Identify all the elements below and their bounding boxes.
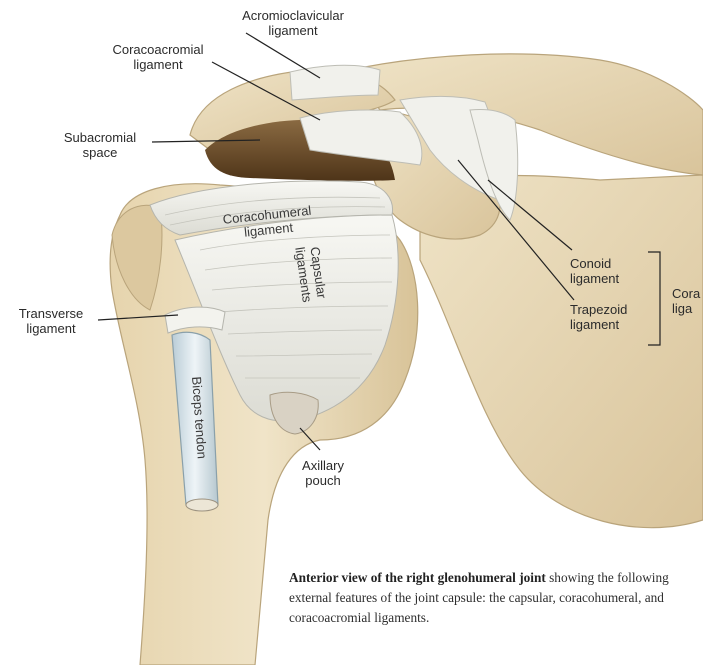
label-line-1: Transverse bbox=[2, 306, 100, 321]
label-line-1: Subacromial bbox=[48, 130, 152, 145]
label-transverse-ligament: Transverse ligament bbox=[2, 306, 100, 336]
label-line-1: Acromioclavicular bbox=[228, 8, 358, 23]
label-subacromial-space: Subacromial space bbox=[48, 130, 152, 160]
label-trapezoid-ligament: Trapezoid ligament bbox=[570, 302, 656, 332]
label-line-1: Trapezoid bbox=[570, 302, 656, 317]
label-axillary-pouch: Axillary pouch bbox=[288, 458, 358, 488]
label-line-1: Conoid bbox=[570, 256, 650, 271]
figure-caption: Anterior view of the right glenohumeral … bbox=[289, 568, 689, 628]
label-line-2: ligament bbox=[570, 271, 650, 286]
label-conoid-ligament: Conoid ligament bbox=[570, 256, 650, 286]
label-line-2: pouch bbox=[288, 473, 358, 488]
label-coracoacromial-ligament: Coracoacromial ligament bbox=[98, 42, 218, 72]
label-line-2: liga bbox=[672, 301, 703, 316]
label-line-1: Cora bbox=[672, 286, 703, 301]
acromioclavicular-ligament bbox=[290, 65, 380, 100]
label-acromioclavicular-ligament: Acromioclavicular ligament bbox=[228, 8, 358, 38]
label-coracoclavicular-partial: Cora liga bbox=[672, 286, 703, 316]
label-line-2: ligament bbox=[570, 317, 656, 332]
label-line-1: Axillary bbox=[288, 458, 358, 473]
label-line-2: space bbox=[48, 145, 152, 160]
caption-title: Anterior view of the right glenohumeral … bbox=[289, 570, 546, 585]
label-line-2: ligament bbox=[2, 321, 100, 336]
label-line-2: ligament bbox=[228, 23, 358, 38]
label-line-2: ligament bbox=[98, 57, 218, 72]
label-line-1: Coracoacromial bbox=[98, 42, 218, 57]
